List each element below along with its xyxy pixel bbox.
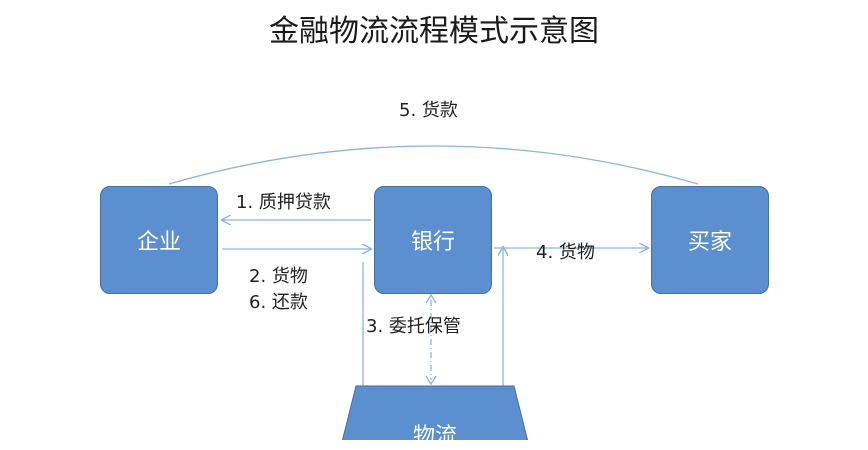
- edge-label-payment: 5. 货款: [399, 100, 458, 121]
- page-title: 金融物流流程模式示意图: [269, 14, 599, 49]
- node-logistics-label: 物流: [412, 424, 457, 449]
- arrow-custody-down-head: [425, 375, 437, 386]
- node-bank: 银行: [374, 186, 492, 294]
- edge-label-entrust-custody: 3. 委托保管: [366, 316, 461, 337]
- node-enterprise: 企业: [100, 186, 218, 294]
- edge-label-goods-to-buyer: 4. 货物: [536, 242, 595, 263]
- logistics-node-shape: [341, 385, 529, 440]
- arrow-payment-curve: [168, 145, 699, 185]
- edge-label-repayment: 6. 还款: [249, 292, 308, 313]
- edge-label-goods-to-bank: 2. 货物: [249, 266, 308, 287]
- edge-label-pledge-loan: 1. 质押贷款: [236, 192, 331, 213]
- flow-diagram-connectors: [168, 145, 699, 440]
- node-buyer: 买家: [651, 186, 769, 294]
- arrow-custody-up-head: [425, 293, 437, 304]
